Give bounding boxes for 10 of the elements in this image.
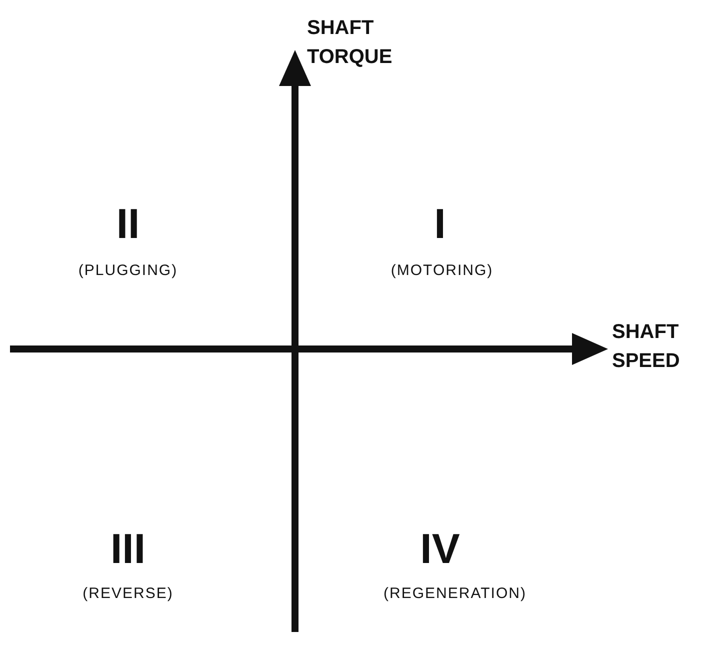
quadrant-numeral: I xyxy=(434,203,446,245)
quadrant-label: (REGENERATION) xyxy=(384,585,526,602)
quadrant-label: (MOTORING) xyxy=(390,262,494,279)
quadrant-numeral: IV xyxy=(420,528,460,570)
axis-label: SHAFT SPEED xyxy=(612,320,680,374)
quadrant-label: (PLUGGING) xyxy=(78,262,178,279)
quadrant-label: (REVERSE) xyxy=(82,585,174,602)
quadrant-numeral: III xyxy=(110,528,146,570)
quadrant-numeral: II xyxy=(116,203,140,245)
axis-label: SHAFT TORQUE xyxy=(307,16,392,70)
